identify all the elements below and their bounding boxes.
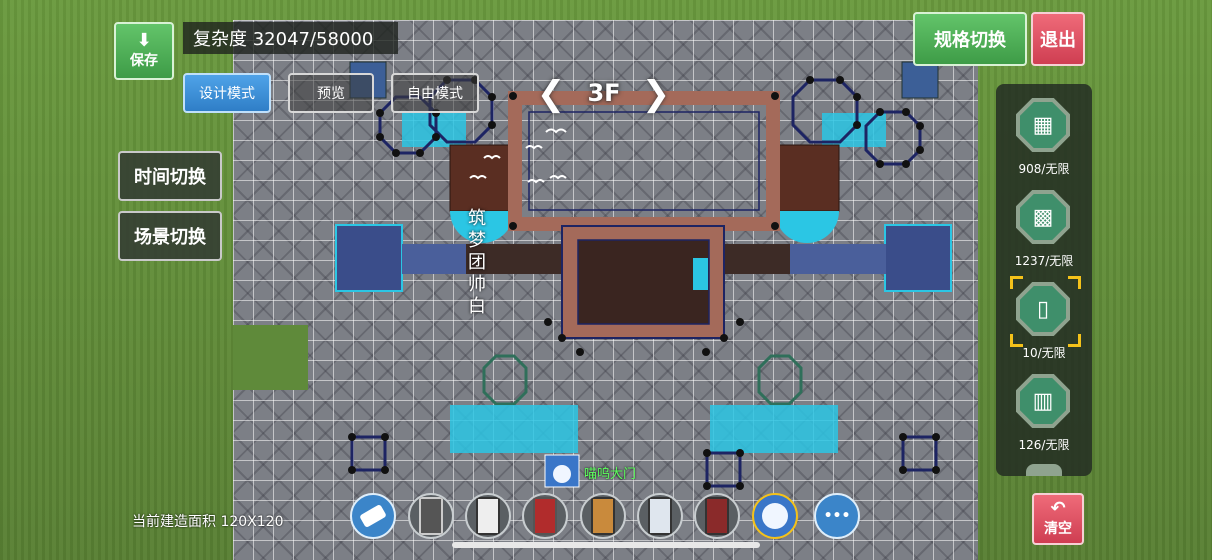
floor-tile-icon: ▩ xyxy=(1020,194,1066,240)
selection-corner xyxy=(1068,276,1081,289)
bird-flock xyxy=(469,128,567,184)
pool-bottom-left xyxy=(450,405,578,453)
signature-text: 筑梦团帅白 xyxy=(468,208,486,317)
tool-wooden-door[interactable] xyxy=(580,493,626,539)
tool-cat-gate[interactable] xyxy=(752,493,798,539)
more-materials-peek xyxy=(1026,464,1062,476)
bridge-left-blue xyxy=(402,244,466,274)
red-shrine-door-icon xyxy=(533,497,557,535)
octagon-pavilion-right xyxy=(757,354,803,406)
brick-wall-icon: ▦ xyxy=(1020,102,1066,148)
next-floor-button[interactable]: ❯ xyxy=(641,74,671,114)
staircase-right xyxy=(774,144,840,212)
corner-block-right xyxy=(901,61,939,99)
eraser-icon xyxy=(359,503,387,529)
clear-label: 清空 xyxy=(1044,521,1072,537)
undo-arrow-icon: ↶ xyxy=(1050,498,1066,519)
spec-switch-button[interactable]: 规格切换 xyxy=(913,12,1027,66)
pillar-frame-1 xyxy=(350,435,387,472)
cat-gate-icon xyxy=(762,503,788,529)
selection-corner xyxy=(1010,334,1023,347)
tool-white-door[interactable] xyxy=(465,493,511,539)
pillar-frame-2 xyxy=(901,435,938,472)
tool-double-door[interactable] xyxy=(408,493,454,539)
pillar-frame-3 xyxy=(705,451,742,488)
free-mode-button[interactable]: 自由模式 xyxy=(391,73,479,113)
material-count: 126/无限 xyxy=(1018,438,1070,452)
material-slot-window[interactable]: ▯ 10/无限 xyxy=(996,276,1092,372)
scene-switch-button[interactable]: 场景切换 xyxy=(118,211,222,261)
tool-carved-red-door[interactable] xyxy=(694,493,740,539)
fountain-left xyxy=(450,211,514,243)
preview-button[interactable]: 预览 xyxy=(288,73,374,113)
complexity-display: 复杂度 32047/58000 xyxy=(183,22,398,54)
floor-label: 3F xyxy=(587,79,621,107)
double-door-icon xyxy=(419,497,443,535)
exit-button[interactable]: 退出 xyxy=(1031,12,1085,66)
tower-left xyxy=(335,224,403,292)
more-tools-button[interactable]: ••• xyxy=(814,493,860,539)
upper-hall-outline xyxy=(512,95,776,227)
upper-hall-brick-wall xyxy=(508,91,780,231)
eraser-button[interactable] xyxy=(350,493,396,539)
material-slot-brick[interactable]: ▦ 908/无限 xyxy=(996,96,1092,188)
glass-door-icon xyxy=(648,497,672,535)
tool-glass-door[interactable] xyxy=(637,493,683,539)
bridge-left-dark xyxy=(466,244,562,274)
material-count: 908/无限 xyxy=(1018,162,1070,176)
save-label: 保存 xyxy=(130,53,158,69)
selection-corner xyxy=(1010,276,1023,289)
material-slot-pillar[interactable]: ▥ 126/无限 xyxy=(996,372,1092,464)
bridge-right-dark xyxy=(724,244,790,274)
carved-red-door-icon xyxy=(705,497,729,535)
save-button[interactable]: ⬇ 保存 xyxy=(114,22,174,80)
floor-notch xyxy=(233,325,308,390)
pool-bottom-right xyxy=(710,405,838,453)
octagon-pavilion-left xyxy=(482,354,528,406)
material-slot-tile[interactable]: ▩ 1237/无限 xyxy=(996,188,1092,280)
central-hall-floor xyxy=(577,239,710,325)
upper-hall-inner-outline xyxy=(528,111,760,211)
material-panel: ▦ 908/无限 ▩ 1237/无限 ▯ 10/无限 ▥ 126/无限 xyxy=(996,84,1092,476)
white-door-icon xyxy=(476,497,500,535)
cat-face-icon xyxy=(553,465,571,483)
time-switch-button[interactable]: 时间切换 xyxy=(118,151,222,201)
window-icon: ▯ xyxy=(1020,286,1066,332)
staircase-left xyxy=(449,144,515,212)
clear-button[interactable]: ↶ 清空 xyxy=(1032,493,1084,545)
tower-right xyxy=(884,224,952,292)
door-name-tag: 喵呜大门 xyxy=(584,467,637,482)
toolbar-scrollbar[interactable] xyxy=(452,542,760,548)
build-area-label: 当前建造面积 120X120 xyxy=(132,514,284,530)
octagon-tower-3 xyxy=(791,78,859,144)
material-count: 1237/无限 xyxy=(1014,254,1074,268)
tool-red-shrine-door[interactable] xyxy=(522,493,568,539)
pillar-icon: ▥ xyxy=(1020,378,1066,424)
download-icon: ⬇ xyxy=(136,30,152,51)
design-mode-button[interactable]: 设计模式 xyxy=(183,73,271,113)
prev-floor-button[interactable]: ❮ xyxy=(536,74,566,114)
material-count: 10/无限 xyxy=(1022,346,1066,360)
selection-corner xyxy=(1068,334,1081,347)
bridge-right-blue xyxy=(790,244,886,274)
central-hall-window xyxy=(693,258,708,290)
wooden-door-icon xyxy=(591,497,615,535)
fountain-right xyxy=(775,211,839,243)
